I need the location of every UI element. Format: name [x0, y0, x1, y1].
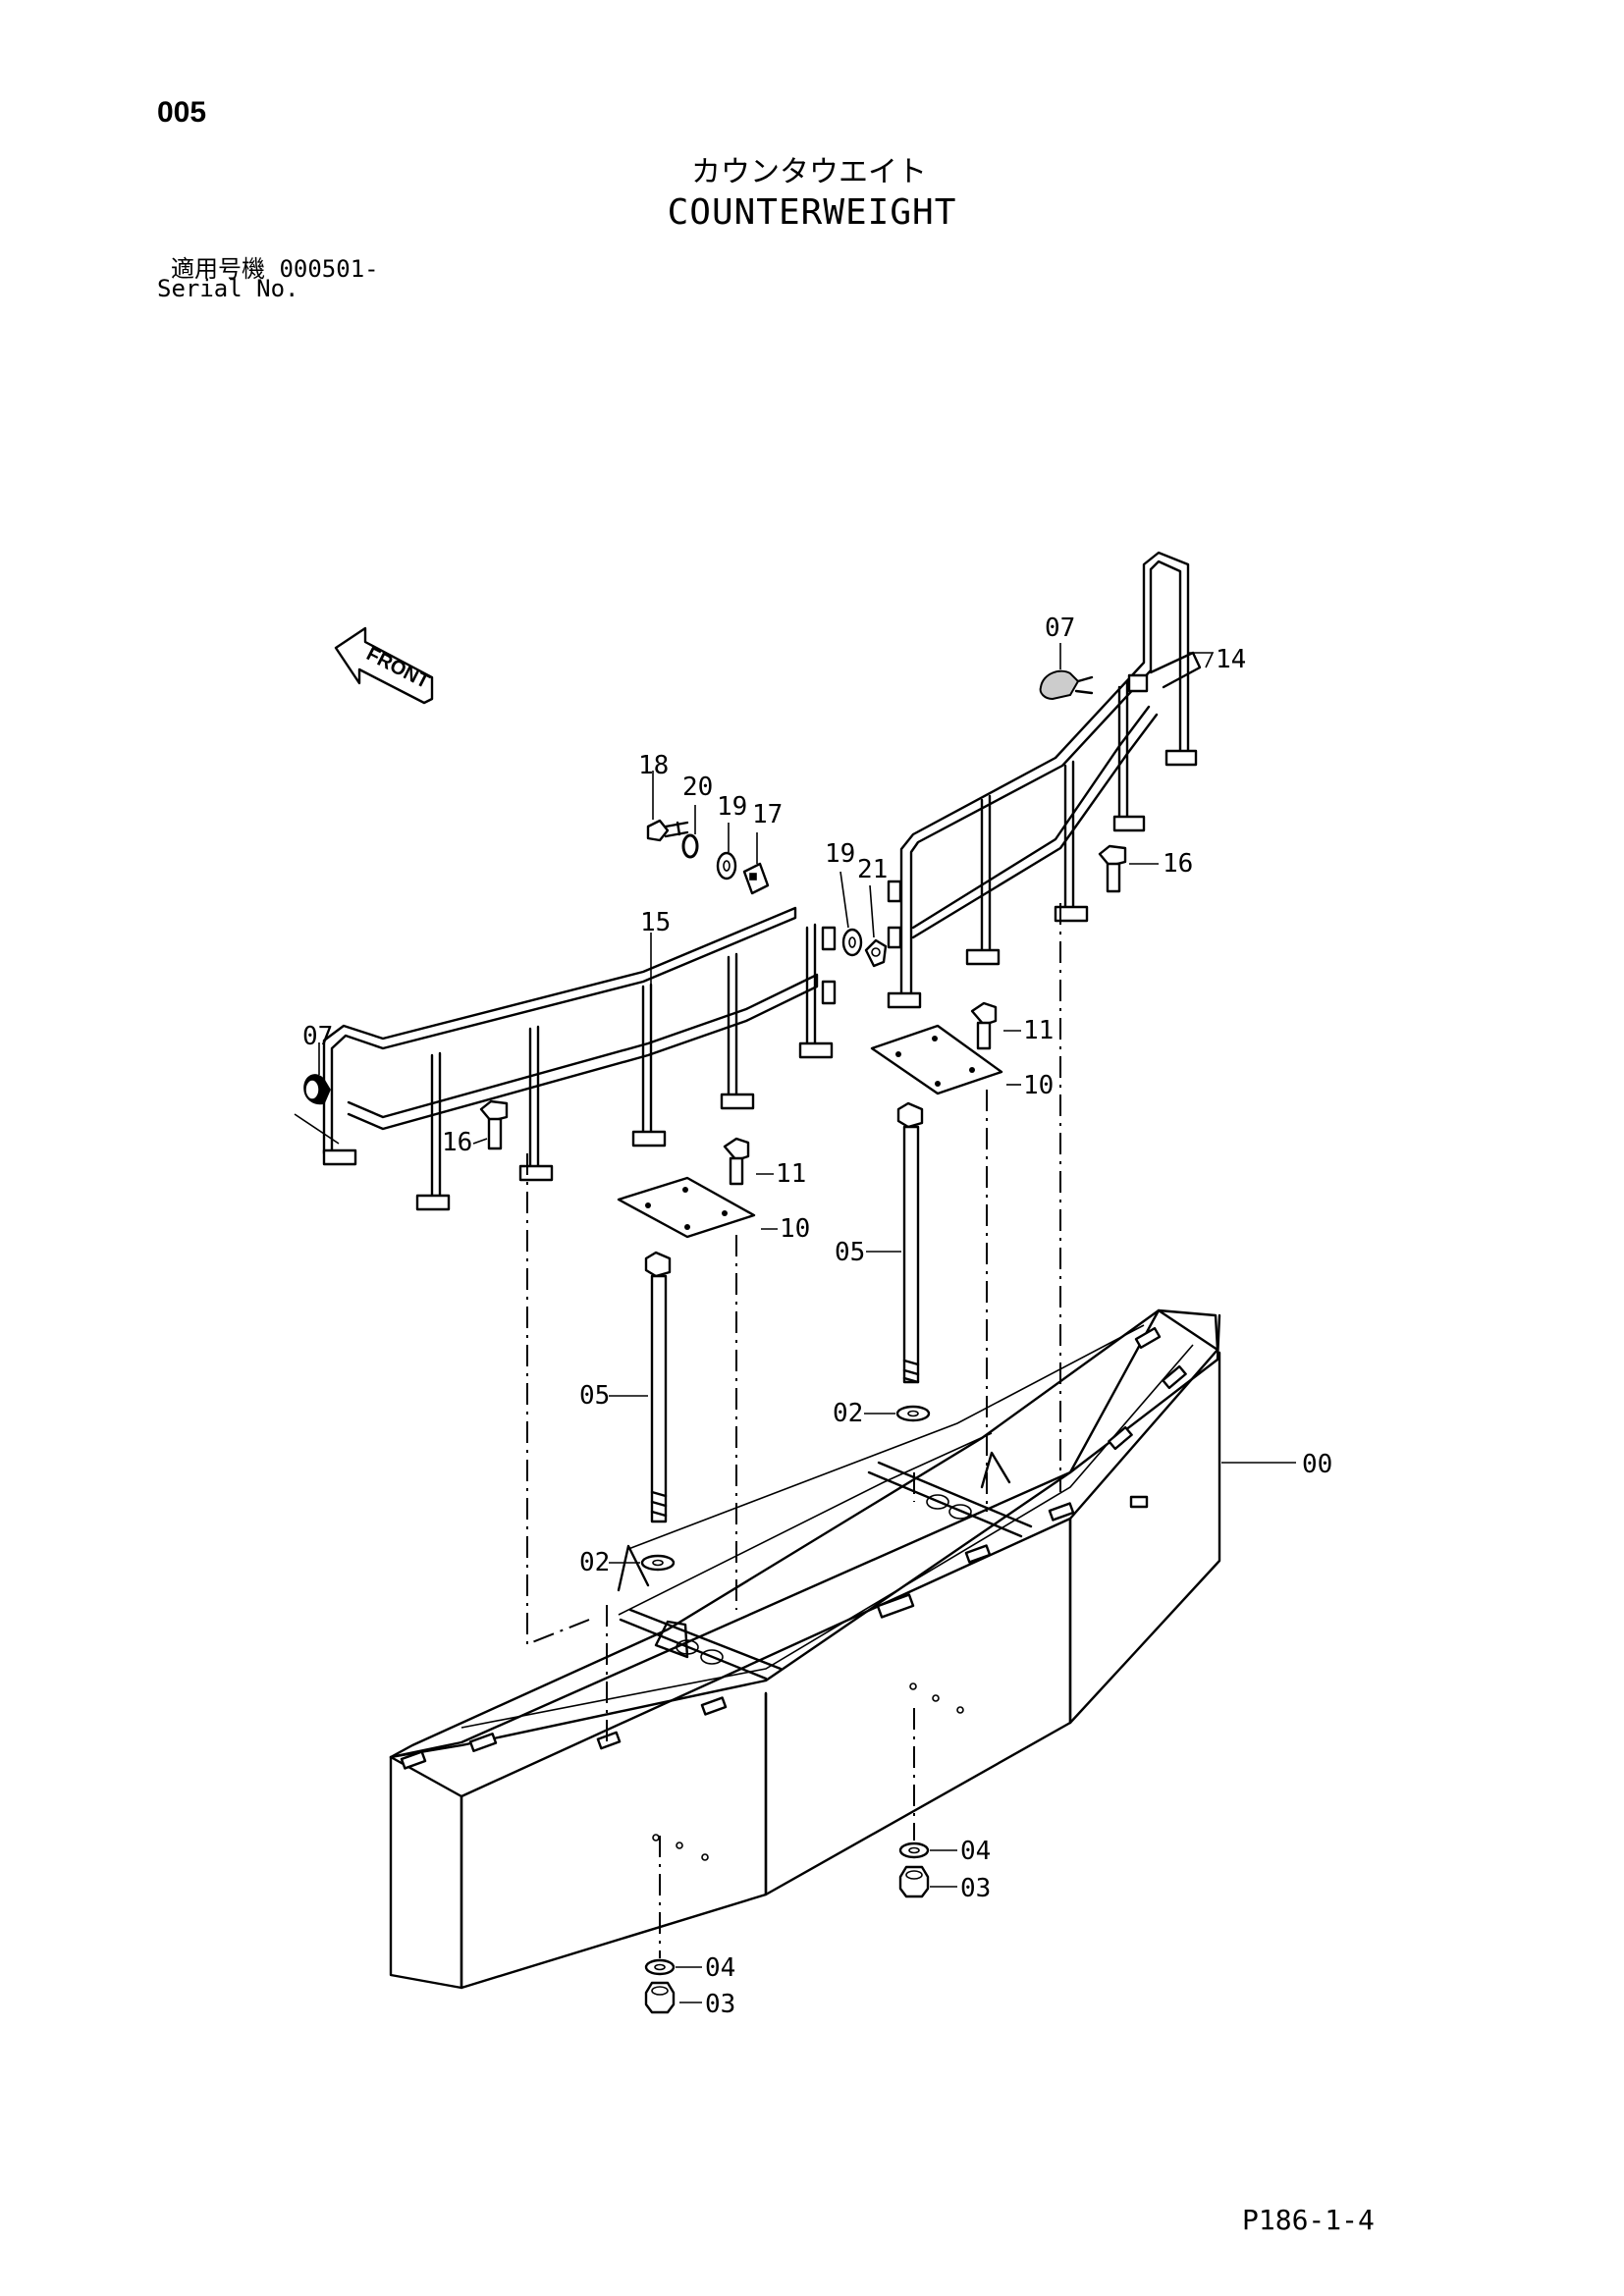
- callout-17: 17: [752, 800, 783, 829]
- nut-21: [864, 938, 888, 968]
- handrail-left: [294, 906, 837, 1211]
- washer-02-left: [640, 1554, 676, 1572]
- page-code: P186-1-4: [1242, 2204, 1375, 2236]
- tail-lamp-right: [1039, 669, 1094, 701]
- counterweight-body: [389, 1308, 1221, 1990]
- callout-19-right: 19: [825, 839, 855, 869]
- washer-02-right: [895, 1405, 931, 1422]
- bolt-18: [646, 819, 689, 842]
- assembly-centerlines: [526, 903, 1061, 1958]
- callout-04-right: 04: [960, 1837, 991, 1866]
- washer-19-left: [716, 851, 737, 881]
- leader-lines: [318, 643, 1296, 2003]
- nut-03-right: [898, 1865, 930, 1898]
- washer-04-left: [644, 1958, 676, 1976]
- serial-label-japanese: 適用号機 000501-: [171, 255, 379, 283]
- bolt-11-right: [970, 1001, 998, 1050]
- page-number: 005: [157, 96, 207, 129]
- callout-07-left: 07: [302, 1022, 333, 1051]
- callout-05-left: 05: [579, 1381, 610, 1411]
- nut-03-left: [644, 1981, 676, 2014]
- callout-18: 18: [638, 751, 669, 780]
- callout-07-right: 07: [1045, 614, 1075, 643]
- rod-05-right: [896, 1101, 924, 1384]
- callout-00: 00: [1302, 1450, 1332, 1479]
- callout-02-left: 02: [579, 1548, 610, 1577]
- bolt-16-left: [479, 1099, 509, 1150]
- plate-10-right: [870, 1024, 1003, 1095]
- callout-labels: 00 14 07 07 18 20 19 17 19 21 15 16 16 1…: [302, 614, 1332, 2019]
- callout-16-right: 16: [1163, 849, 1193, 879]
- plate-17: [742, 862, 770, 895]
- page-title-japanese: カウンタウエイト: [691, 155, 927, 189]
- tail-lamp-left: [303, 1074, 331, 1105]
- callout-21: 21: [857, 855, 888, 884]
- callout-03-right: 03: [960, 1874, 991, 1903]
- washer-04-right: [898, 1842, 930, 1859]
- callout-11-right: 11: [1023, 1016, 1054, 1045]
- front-label: FRONT: [363, 643, 433, 693]
- callout-05-right: 05: [835, 1238, 865, 1267]
- callout-02-right: 02: [833, 1399, 863, 1428]
- front-direction-arrow: FRONT: [334, 626, 434, 705]
- callout-14: 14: [1216, 645, 1246, 674]
- callout-19-left: 19: [717, 792, 747, 822]
- rod-05-left: [644, 1251, 672, 1523]
- plate-10-left: [617, 1176, 756, 1239]
- bolt-16-right: [1098, 844, 1127, 893]
- callout-03-left: 03: [705, 1990, 735, 2019]
- bolt-11-left: [723, 1137, 750, 1186]
- callout-20: 20: [682, 773, 713, 802]
- spring-washer-20: [681, 833, 699, 859]
- handrail-right: [887, 551, 1202, 1009]
- serial-label: Serial No.: [157, 275, 299, 302]
- callout-16-left: 16: [442, 1128, 472, 1157]
- callout-15: 15: [640, 908, 671, 937]
- callout-04-left: 04: [705, 1953, 735, 1983]
- callout-10-left: 10: [780, 1214, 810, 1244]
- callout-10-right: 10: [1023, 1071, 1054, 1100]
- callout-11-left: 11: [776, 1159, 806, 1189]
- washer-19-right: [841, 928, 863, 957]
- page-title: COUNTERWEIGHT: [667, 192, 957, 233]
